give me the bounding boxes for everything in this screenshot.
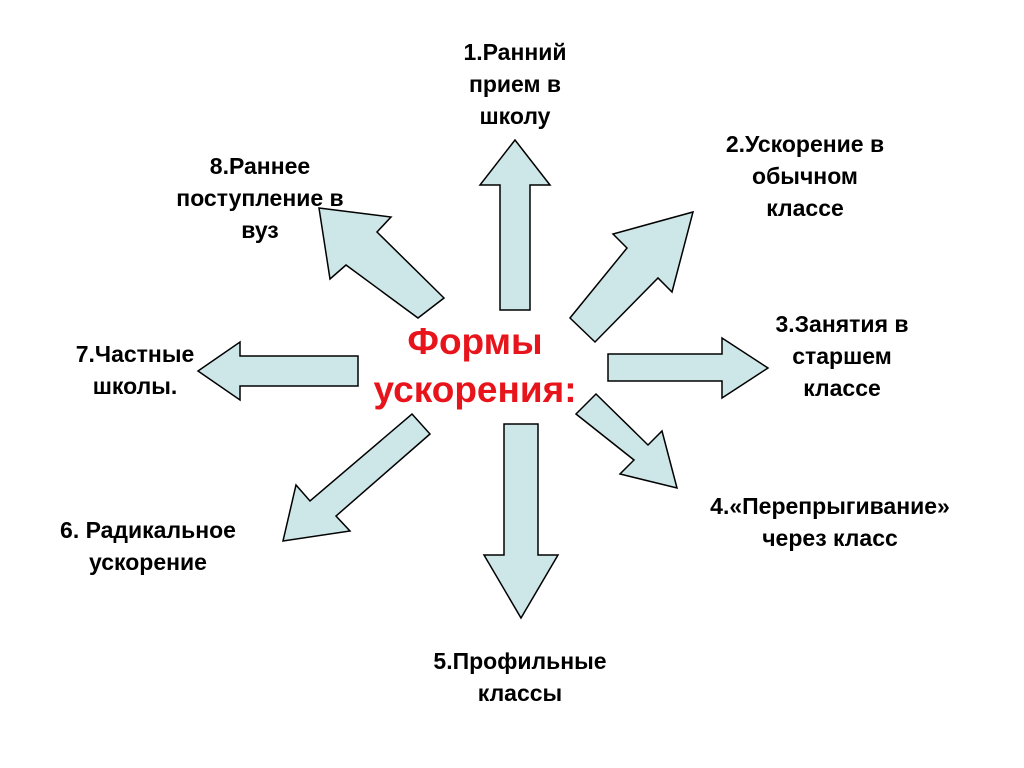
arrow-to-grade-skipping	[574, 392, 679, 490]
form-label-line: старшем	[792, 343, 892, 369]
arrow-to-early-school-entry	[478, 138, 552, 311]
form-label-line: классе	[803, 375, 881, 401]
form-label-private-schools: 7.Частные школы.	[50, 338, 220, 402]
arrow-to-radical-acceleration	[282, 412, 432, 542]
form-label-line: школу	[479, 103, 551, 129]
form-label-line: поступление в	[176, 185, 344, 211]
form-label-senior-class-lessons: 3.Занятия в старшем классе	[742, 308, 942, 404]
form-label-profile-classes: 5.Профильные классы	[400, 645, 640, 709]
central-topic-line: ускорения:	[373, 369, 577, 410]
form-label-line: 8.Раннее	[209, 153, 311, 179]
central-topic: Формы ускорения:	[340, 318, 610, 414]
arrow-to-profile-classes	[482, 423, 560, 620]
form-label-line: 7.Частные	[75, 341, 195, 367]
form-label-line: через класс	[762, 525, 898, 551]
form-label-early-school-entry: 1.Ранний прием в школу	[440, 36, 590, 132]
form-label-grade-skipping: 4.«Перепрыгивание» через класс	[665, 490, 995, 554]
form-label-line: 1.Ранний	[463, 39, 567, 65]
form-label-line: классе	[766, 195, 844, 221]
form-label-line: школы.	[92, 373, 178, 399]
form-label-line: 5.Профильные	[433, 648, 607, 674]
form-label-line: 4.«Перепрыгивание»	[710, 493, 950, 519]
arrow-to-private-schools	[196, 340, 359, 402]
arrow-to-early-university-entry	[318, 207, 446, 319]
form-label-line: классы	[477, 680, 563, 706]
form-label-early-university-entry: 8.Раннее поступление в вуз	[145, 150, 375, 246]
form-label-acceleration-regular-class: 2.Ускорение в обычном классе	[695, 128, 915, 224]
arrow-to-acceleration-regular-class	[568, 210, 695, 344]
form-label-radical-acceleration: 6. Радикальное ускорение	[28, 514, 268, 578]
form-label-line: вуз	[241, 217, 279, 243]
form-label-line: 6. Радикальное	[60, 517, 236, 543]
form-label-line: прием в	[468, 71, 562, 97]
central-topic-line: Формы	[407, 321, 543, 362]
arrow-to-senior-class-lessons	[607, 336, 770, 400]
form-label-line: ускорение	[89, 549, 207, 575]
form-label-line: 2.Ускорение в	[725, 131, 885, 157]
form-label-line: 3.Занятия в	[775, 311, 909, 337]
form-label-line: обычном	[752, 163, 858, 189]
